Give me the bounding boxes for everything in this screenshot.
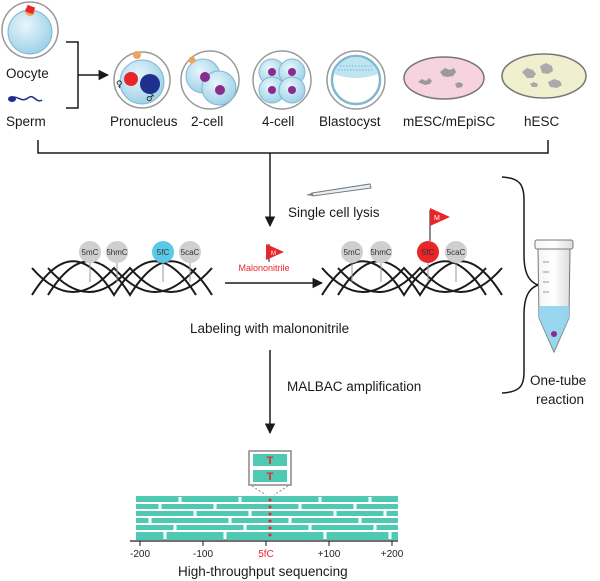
mesc-label: mESC/mEpiSC xyxy=(403,114,496,129)
dna-before xyxy=(31,241,213,297)
pronucleus-label: Pronucleus xyxy=(110,114,178,129)
sperm-icon xyxy=(8,96,43,102)
sequencing-reads xyxy=(136,496,398,540)
sperm-label: Sperm xyxy=(6,114,46,129)
lysis-label: Single cell lysis xyxy=(288,205,380,220)
label-flag-text: M xyxy=(434,215,440,222)
pronucleus-cell: ♀ ♂ xyxy=(113,51,171,109)
four-cell-embryo xyxy=(252,50,312,110)
mod-5mC-before: 5mC xyxy=(82,248,99,257)
pipette-icon xyxy=(306,183,372,197)
hesc-dish xyxy=(501,53,587,99)
female-symbol: ♀ xyxy=(116,80,123,90)
one-tube-bracket xyxy=(501,176,541,394)
reagent-flag: M xyxy=(266,244,284,262)
mod-5hmC-after: 5hmC xyxy=(370,248,392,257)
oocyte-cell xyxy=(1,1,59,59)
hesc-label: hESC xyxy=(524,114,560,129)
reaction-tube-icon xyxy=(534,239,574,354)
read-zoom-box xyxy=(248,450,292,496)
mod-5fC-after: 5fC xyxy=(422,248,435,257)
four-cell-label: 4-cell xyxy=(262,114,294,129)
one-tube-label-line1: One-tube xyxy=(530,373,586,388)
mesc-dish xyxy=(403,56,485,100)
blastocyst-label: Blastocyst xyxy=(319,114,381,129)
oocyte-label: Oocyte xyxy=(6,66,49,81)
one-tube-label-line2: reaction xyxy=(536,392,584,407)
position-axis xyxy=(130,540,398,546)
two-cell-embryo xyxy=(180,50,240,110)
mod-5mC-after: 5mC xyxy=(344,248,361,257)
axis-tick-minus200: -200 xyxy=(130,549,150,560)
read-base-1: T xyxy=(267,455,274,467)
axis-tick-minus100: -100 xyxy=(193,549,213,560)
axis-tick-plus100: +100 xyxy=(318,549,341,560)
collection-bracket xyxy=(37,140,549,228)
male-symbol: ♂ xyxy=(146,94,154,104)
merge-bracket xyxy=(66,41,110,109)
mod-5fC-before: 5fC xyxy=(157,248,170,257)
dna-after: M xyxy=(321,208,503,297)
reagent-label: Malononitrile xyxy=(238,263,289,273)
mod-5caC-after: 5caC xyxy=(447,248,466,257)
mod-5hmC-before: 5hmC xyxy=(106,248,128,257)
labeling-label: Labeling with malononitrile xyxy=(190,321,349,336)
blastocyst-embryo xyxy=(326,50,386,110)
two-cell-label: 2-cell xyxy=(191,114,223,129)
axis-tick-plus200: +200 xyxy=(381,549,404,560)
read-base-2: T xyxy=(267,471,274,483)
axis-tick-5fC: 5fC xyxy=(258,549,274,560)
reagent-flag-text: M xyxy=(271,251,276,257)
mod-5caC-before: 5caC xyxy=(181,248,200,257)
sequencing-label: High-throughput sequencing xyxy=(178,564,348,579)
malbac-label: MALBAC amplification xyxy=(287,379,421,394)
